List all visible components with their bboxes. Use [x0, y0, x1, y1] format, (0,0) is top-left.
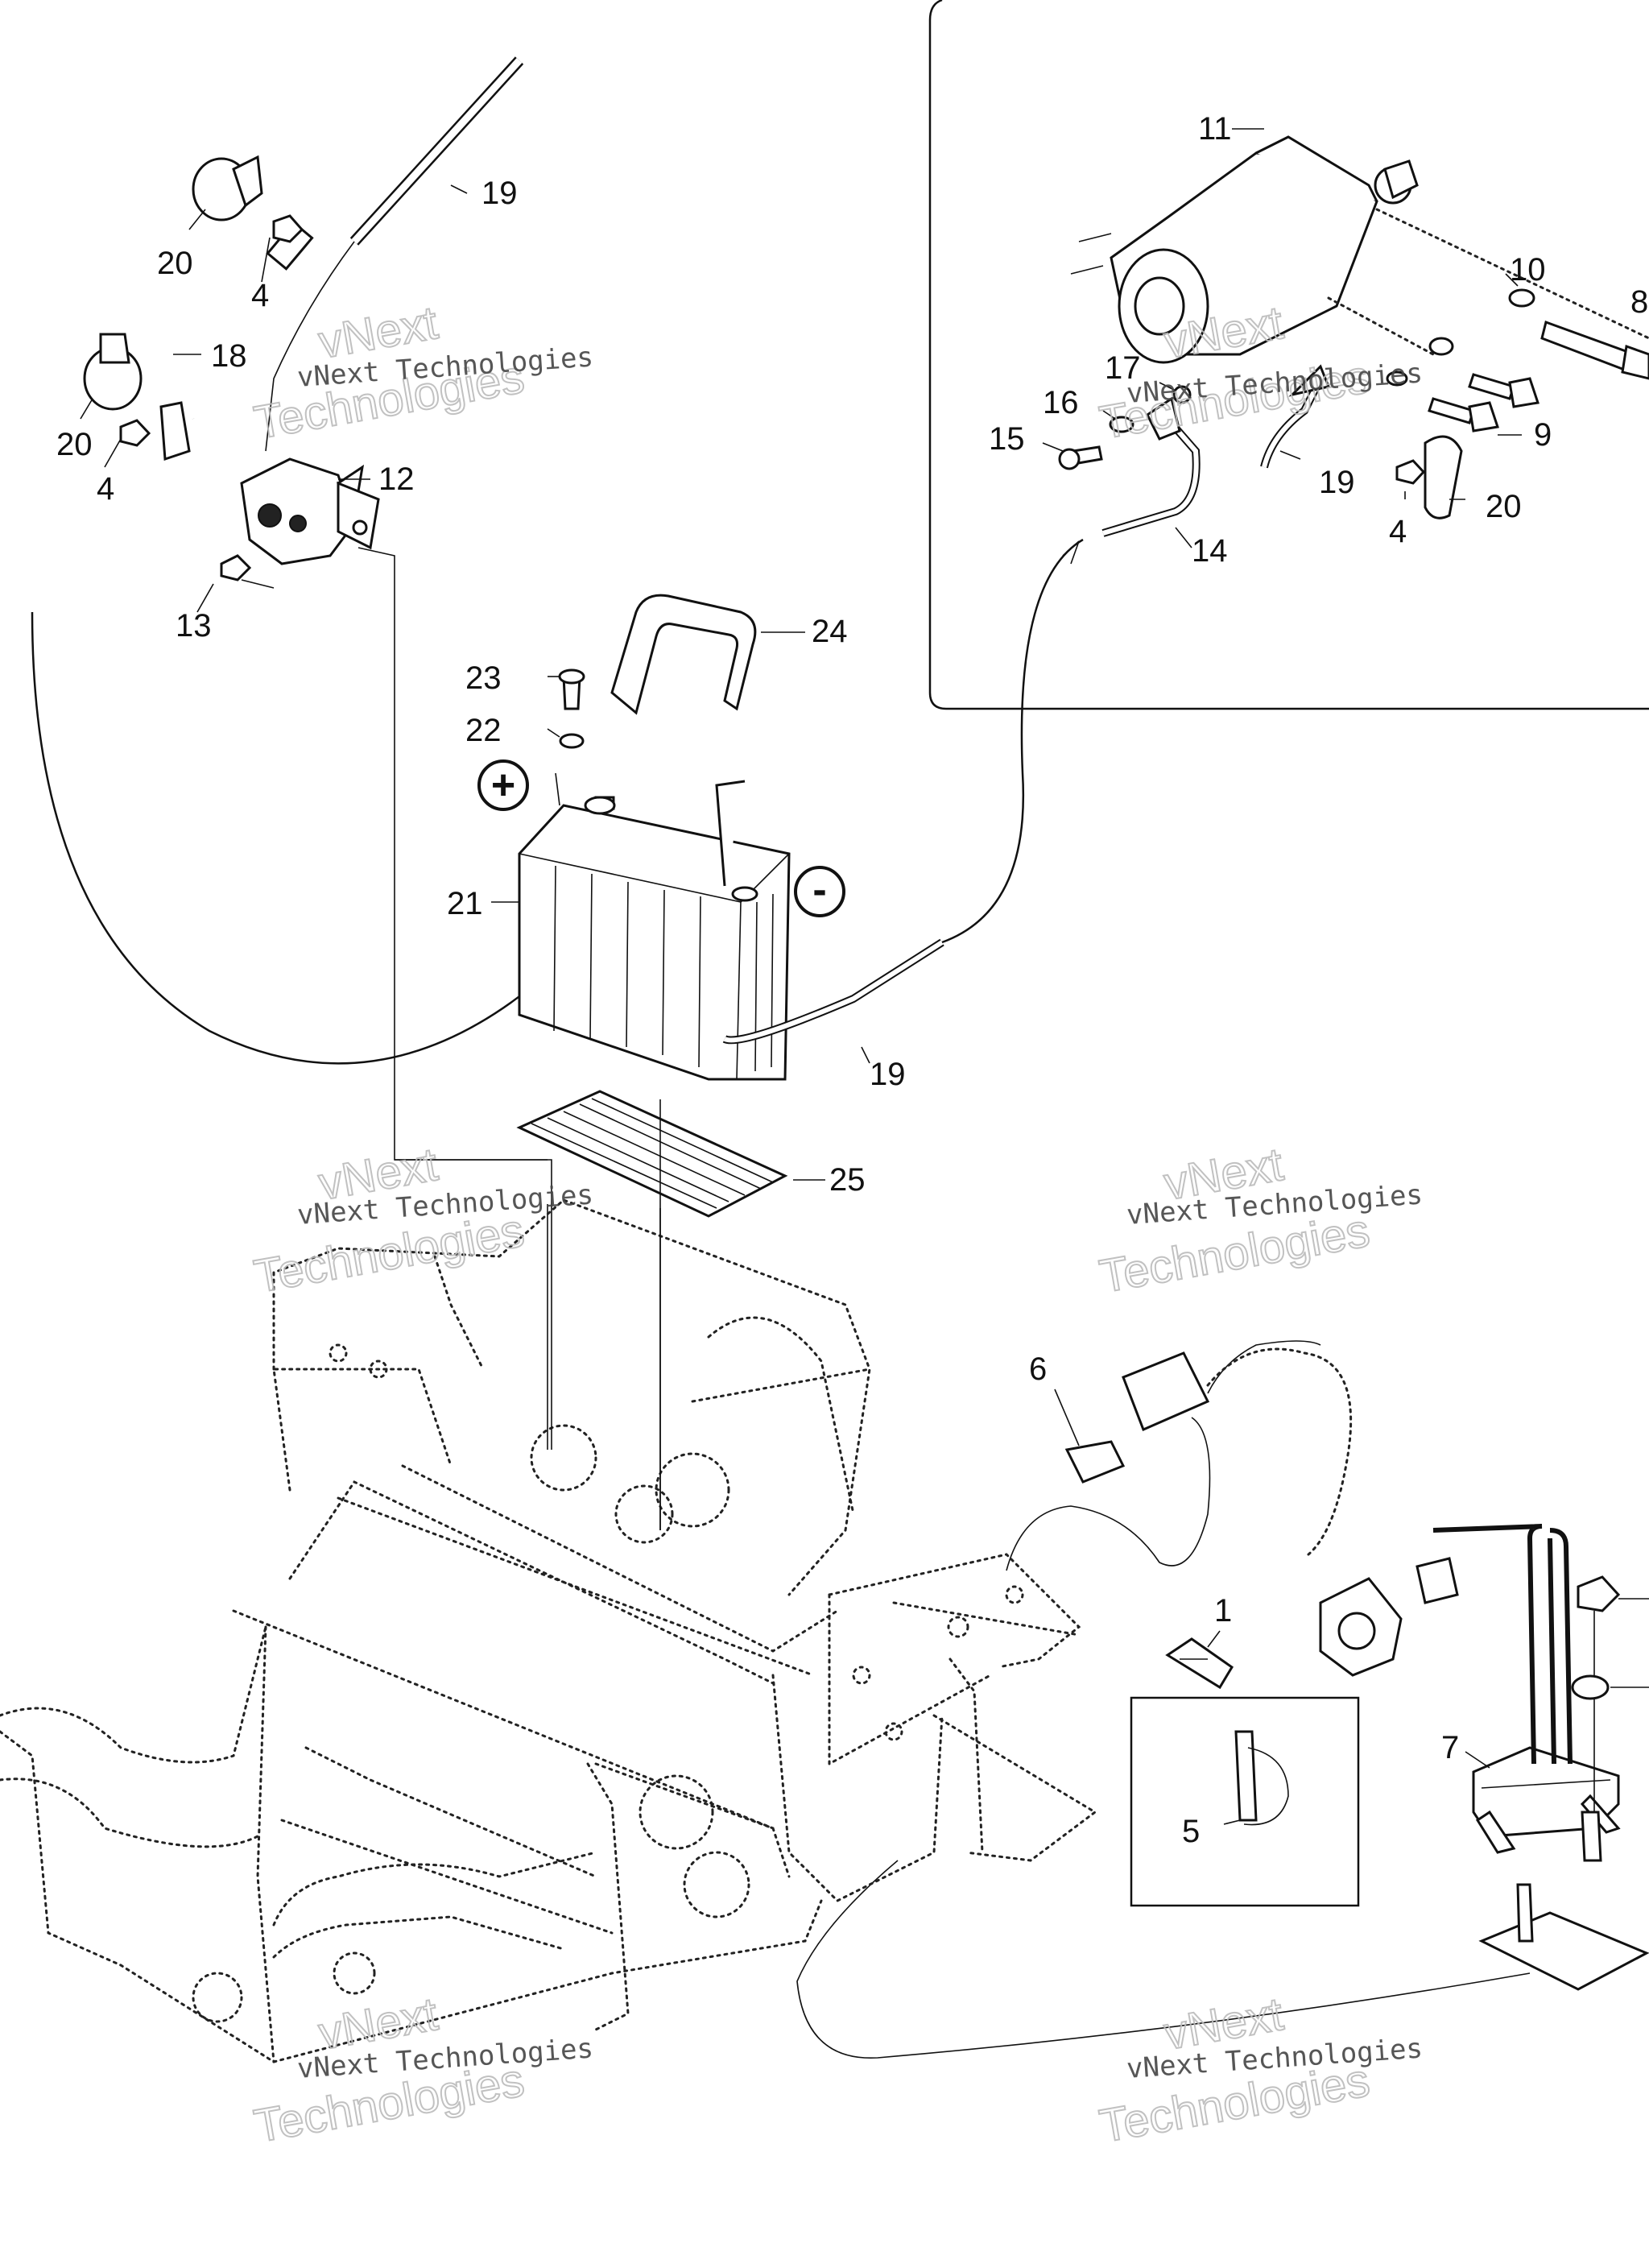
callout-8: 8: [1630, 284, 1648, 320]
nut-4-left: [119, 401, 191, 461]
callout-19: 19: [481, 176, 518, 211]
callout-22: 22: [465, 713, 502, 748]
cable-14: [1101, 396, 1201, 537]
screw-23: [558, 668, 585, 710]
tie-box: [1130, 1696, 1360, 1907]
battery-pad-25: [516, 1090, 788, 1530]
washer-10: [1386, 288, 1535, 387]
callout-20: 20: [1486, 489, 1522, 524]
watermark-6: vNext Technologies vNext Technologies: [1095, 1987, 1424, 2154]
callout-19: 19: [870, 1057, 906, 1092]
terminal-cap-20c: [1424, 435, 1463, 519]
nut-17: [1172, 385, 1192, 404]
terminal-cap-20a: [192, 155, 263, 221]
cable-tie-5: [1234, 1730, 1289, 1826]
connector-plugs: [1319, 1557, 1459, 1677]
callout-1: 1: [1214, 1593, 1232, 1629]
nut-4-inset: [1395, 459, 1426, 485]
callout-20: 20: [56, 427, 93, 462]
clip-1: [1165, 1637, 1234, 1690]
cable-19-inset: [1260, 364, 1331, 469]
callout-11: 11: [1198, 111, 1232, 147]
callout-4: 4: [251, 278, 269, 313]
callout-4: 4: [1389, 514, 1407, 549]
starter-inset-frame: [928, 0, 1649, 710]
callout-23: 23: [465, 660, 502, 696]
callout-7: 7: [1441, 1730, 1459, 1765]
callout-4: 4: [97, 471, 114, 507]
watermark-4: vNext Technologies vNext Technologies: [1095, 1137, 1424, 1304]
callout-10: 10: [1510, 252, 1546, 288]
callout-13: 13: [176, 608, 212, 644]
screw-15: [1058, 445, 1103, 470]
bolt-8: [1540, 321, 1649, 380]
callout-6: 6: [1029, 1351, 1047, 1387]
terminal-cap-20b: [83, 333, 143, 411]
battery-strap-24: [610, 594, 757, 715]
callout-5: 5: [1182, 1814, 1200, 1849]
washer-22: [559, 733, 585, 749]
washer-16: [1109, 416, 1134, 433]
solenoid-12: [240, 457, 548, 1161]
watermark-5: vNext Technologies vNext Technologies: [250, 1987, 594, 2154]
chassis-frame: [0, 1198, 1097, 2063]
callout-19: 19: [1319, 465, 1355, 500]
callout-12: 12: [378, 461, 415, 497]
battery-cable-19: [722, 538, 1084, 1045]
cable-19-top: [265, 56, 524, 452]
bolts-9: [1428, 373, 1539, 432]
callout-14: 14: [1192, 533, 1228, 569]
callout-25: 25: [829, 1162, 866, 1198]
callout-9: 9: [1534, 417, 1552, 453]
minus-label: -: [812, 867, 826, 913]
regulator-wire: [796, 1860, 1531, 2059]
callout-20: 20: [157, 246, 193, 281]
leader-lines: [80, 128, 1522, 1825]
starter-motor-11: [1070, 135, 1649, 364]
battery-21: [518, 772, 791, 1081]
watermark-3: vNext Technologies vNext Technologies: [250, 1137, 594, 1304]
minus-symbol: -: [794, 866, 845, 917]
nut-4-top: [272, 214, 304, 243]
fuse-6: [1006, 1340, 1353, 1571]
nut-13: [220, 554, 275, 589]
mounting-plate: [1478, 1811, 1649, 1991]
callout-15: 15: [989, 421, 1025, 457]
callout-18: 18: [211, 338, 247, 374]
callout-21: 21: [447, 886, 483, 921]
arrow-solenoid-mount: [395, 1159, 552, 1450]
plus-symbol: +: [477, 759, 529, 811]
callout-17: 17: [1105, 350, 1141, 386]
battery-cable-18: [22, 278, 557, 1065]
watermark-1: vNext Technologies vNext Technologies: [250, 296, 594, 450]
plus-label: +: [491, 762, 515, 809]
callout-24: 24: [812, 614, 848, 649]
callout-16: 16: [1043, 385, 1079, 420]
